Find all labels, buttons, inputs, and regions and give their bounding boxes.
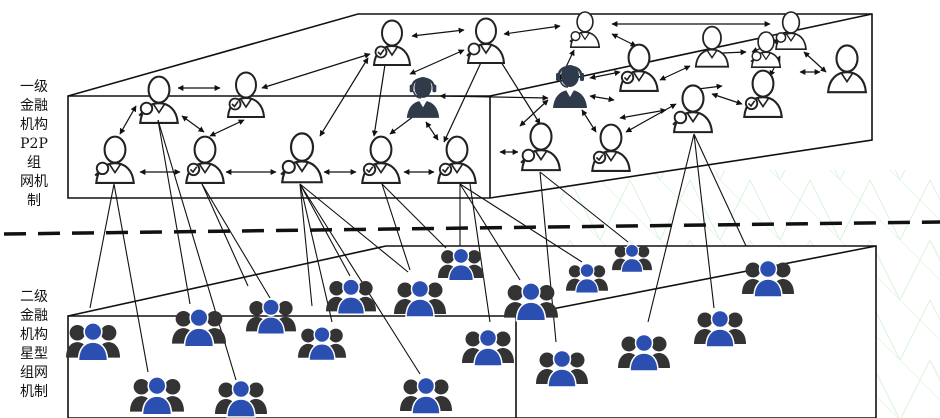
tier-separator bbox=[3, 220, 940, 236]
tier2-label: 二级 金融 机构 星型 组网 机制 bbox=[20, 289, 48, 400]
p2p-links bbox=[119, 21, 827, 175]
tier1-label: 一级 金融 机构 P2P组 网机 制 bbox=[20, 79, 48, 209]
